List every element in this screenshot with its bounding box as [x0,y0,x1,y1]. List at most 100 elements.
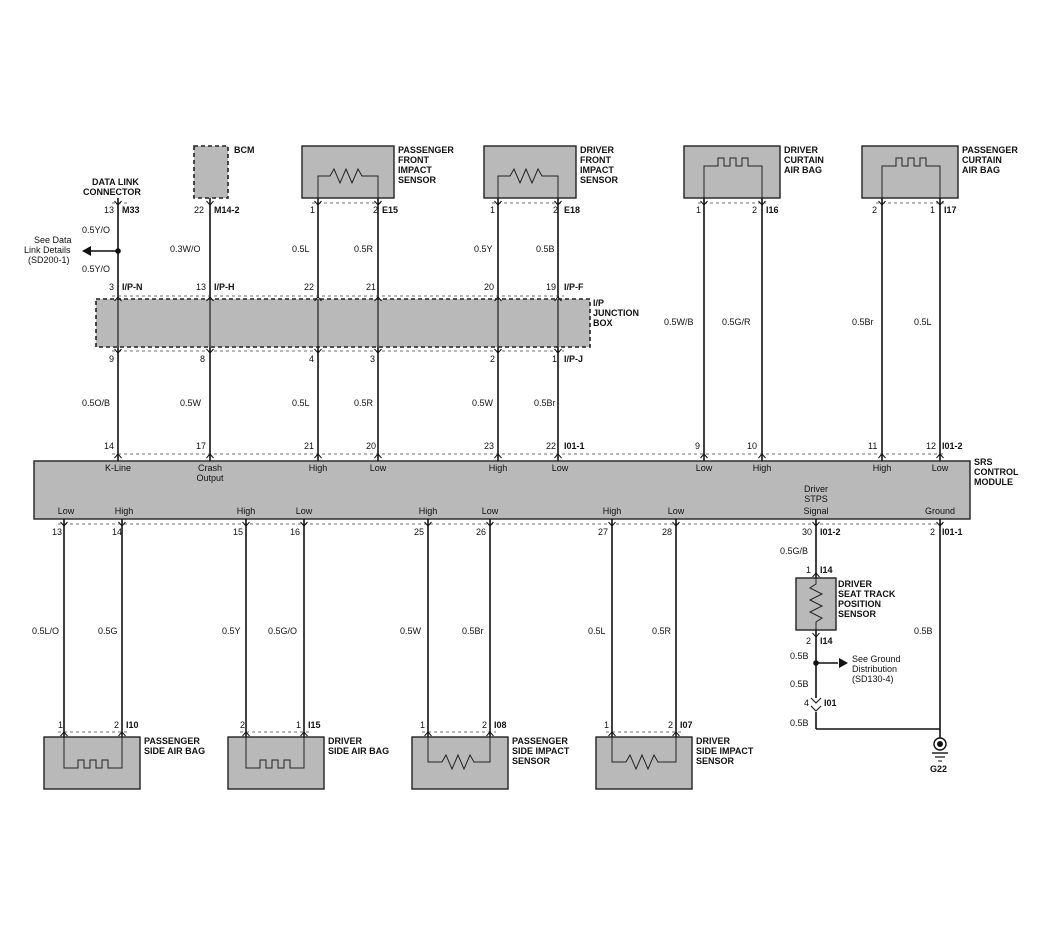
bcm-box [193,145,229,199]
pin-chevron [114,348,122,354]
pin-chevron [424,731,432,737]
stps-pin-1: 1 [806,565,811,575]
jb-top-pin-20: 20 [484,282,494,292]
ground-label: G22 [930,764,947,774]
jb-top-pin-21: 21 [366,282,376,292]
passenger-front-impact-sensor [301,145,395,199]
gd-ref-2: Distribution [852,664,897,674]
jb-connector-j: I/P-J [564,354,583,364]
wire-jb-4: 0.5L [292,398,310,408]
dl-ref-2: Link Details [24,245,71,255]
gd-ref-1: See Ground [852,654,901,664]
pin-chevron [60,731,68,737]
srs-control-module [33,460,971,520]
wire-dsab-1: 0.5G/O [268,626,297,636]
srs-bot-label-low-1: Low [58,506,75,516]
srs-bot-pin-30: 30 [802,527,812,537]
dfis-connector: E18 [564,205,580,215]
pin-chevron [554,453,562,459]
wire-dcab-1: 0.5W/B [664,317,694,327]
psis-name-2: SIDE IMPACT [512,746,570,756]
pfis-name-2: FRONT [398,155,429,165]
pin-chevron [936,200,944,206]
dsab-connector: I15 [308,720,321,730]
driver-seat-track-position-sensor [795,577,837,631]
srs-bot-label-ground: Ground [925,506,955,516]
srs-name-3: MODULE [974,477,1013,487]
pfis-pin-1: 1 [310,205,315,215]
wire-dfis-1: 0.5Y [474,244,493,254]
srs-top-pin-17: 17 [196,441,206,451]
pin-chevron [878,453,886,459]
dsis-pin-1: 1 [604,720,609,730]
dsis-connector: I07 [680,720,693,730]
pfis-name-4: SENSOR [398,175,437,185]
pin-chevron [118,521,126,527]
srs-bot-label-low-4: Low [668,506,685,516]
pin-chevron [672,521,680,527]
jb-connector-n: I/P-N [122,282,143,292]
driver-front-impact-sensor [483,145,577,199]
srs-bot-label-high-2: High [237,506,256,516]
wire-psis-2: 0.5Br [462,626,484,636]
jb-top-pin-19: 19 [546,282,556,292]
pin-chevron [608,731,616,737]
pin-chevron [242,731,250,737]
dsis-name-2: SIDE IMPACT [696,746,754,756]
pin-chevron [374,200,382,206]
srs-top-pin-11: 11 [868,441,877,451]
psis-name-3: SENSOR [512,756,551,766]
jb-bot-pin-9: 9 [109,354,114,364]
jb-connector-f: I/P-F [564,282,584,292]
jb-bot-pin-1: 1 [552,354,557,364]
dcab-name-3: AIR BAG [784,165,822,175]
srs-top-label-low-3: Low [696,463,713,473]
pin-chevron [672,731,680,737]
pin-chevron [494,200,502,206]
wire-jb-8: 0.5W [180,398,202,408]
dcab-connector: I16 [766,205,779,215]
wire-jb-2: 0.5W [472,398,494,408]
jb-bot-pin-3: 3 [370,354,375,364]
pin-chevron [242,521,250,527]
stps-connector-1: I14 [820,565,833,575]
pin-chevron [300,731,308,737]
dfis-pin-2: 2 [553,205,558,215]
srs-bot-pin-27: 27 [598,527,608,537]
srs-top-pin-14: 14 [104,441,114,451]
wire-dlc-bottom: 0.5Y/O [82,264,110,274]
pin-chevron [494,453,502,459]
srs-bot-connector-1: I01-1 [942,527,963,537]
bottom-wires [63,519,941,738]
srs-name-2: CONTROL [974,467,1019,477]
srs-top-label-kline: K-Line [105,463,131,473]
srs-top-label-crash-2: Output [196,473,224,483]
wire-gnd-c: 0.5B [790,718,809,728]
pin-chevron [206,348,214,354]
srs-bot-label-high-4: High [603,506,622,516]
wire-pfis-1: 0.5L [292,244,310,254]
srs-bot-pin-14: 14 [112,527,122,537]
dl-ref-1: See Data [34,235,72,245]
pcab-name-3: AIR BAG [962,165,1000,175]
wire-pcab-2: 0.5Br [852,317,874,327]
pin-chevron [554,296,562,302]
pin-chevron [206,296,214,302]
pin-chevron [314,296,322,302]
srs-top-pin-9: 9 [695,441,700,451]
wire-psab-1: 0.5L/O [32,626,59,636]
jb-top-pin-13: 13 [196,282,206,292]
srs-bot-pin-13: 13 [52,527,62,537]
pin-chevron [374,453,382,459]
pin-chevrons [60,200,944,737]
srs-top-connector-2: I01-2 [942,441,963,451]
wire-jb-3: 0.5R [354,398,374,408]
driver-side-air-bag [227,736,325,790]
psis-name-1: PASSENGER [512,736,568,746]
wire-srs-ground: 0.5B [914,626,933,636]
wire-dfis-2: 0.5B [536,244,555,254]
dsab-name-1: DRIVER [328,736,363,746]
pin-chevron [486,731,494,737]
srs-bot-label-stps-1: Driver [804,484,828,494]
pin-chevron [114,453,122,459]
